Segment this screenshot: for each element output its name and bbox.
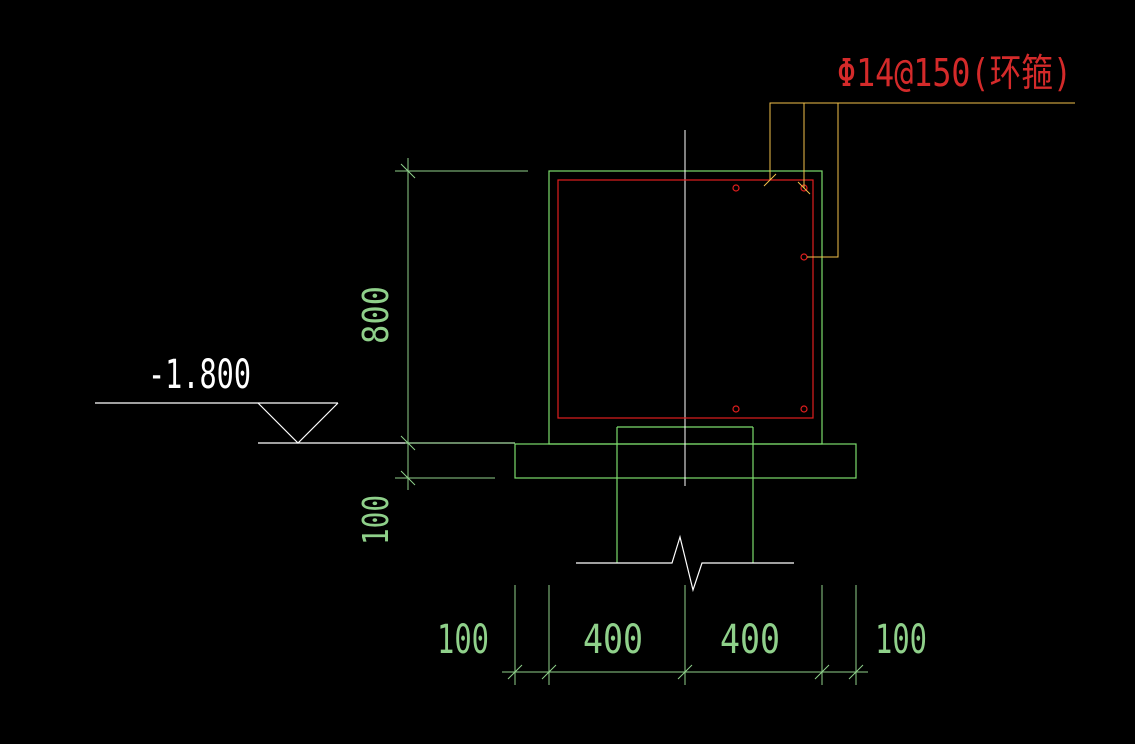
- break-line: [576, 534, 794, 593]
- dim-label-100-vertical: 100: [356, 495, 397, 545]
- tick-bottom: [400, 470, 416, 486]
- tick-top: [400, 163, 416, 179]
- tick: [848, 664, 864, 680]
- rebar-callout-leader: [763, 102, 1075, 258]
- tick-middle: [400, 435, 416, 451]
- tick: [507, 664, 523, 680]
- level-value-text: -1.800: [148, 352, 251, 398]
- rebar-point: [732, 184, 740, 192]
- dim-label-100-right: 100: [875, 617, 927, 663]
- dim-label-400-left: 400: [583, 617, 643, 663]
- leader-tick: [797, 181, 811, 195]
- vertical-dimension-chain: [395, 158, 528, 490]
- stirrup-outline: [557, 179, 814, 419]
- rebar-point: [732, 405, 740, 413]
- tick: [677, 664, 693, 680]
- horizontal-dimension-chain: [502, 585, 868, 685]
- dim-label-400-right: 400: [720, 617, 780, 663]
- tick: [814, 664, 830, 680]
- level-marker: -1.800: [95, 352, 515, 444]
- rebar-spec-text: Φ14@150(环箍): [837, 51, 1072, 95]
- dim-label-100-left: 100: [437, 617, 489, 663]
- tick: [541, 664, 557, 680]
- dim-label-800: 800: [356, 286, 397, 344]
- rebar-point: [800, 405, 808, 413]
- leader-tick: [763, 173, 777, 187]
